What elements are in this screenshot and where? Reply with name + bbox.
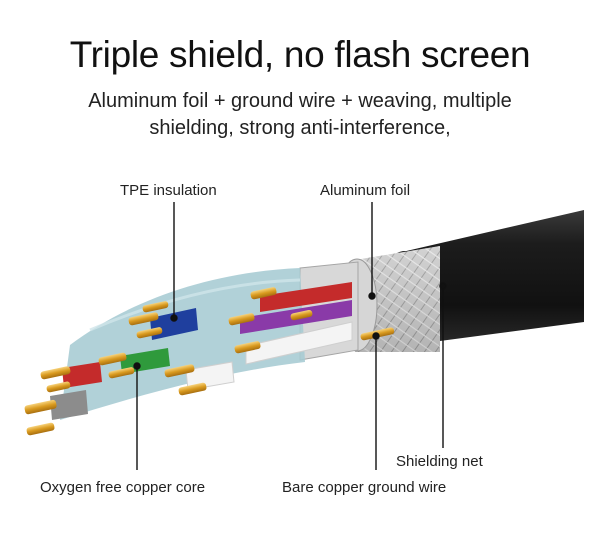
label-tpe-insulation: TPE insulation [120,182,217,199]
leader-ground-dot [372,332,380,340]
tpe-wrap [60,268,305,420]
subtitle-line-1: Aluminum foil + ground wire + weaving, m… [88,90,512,112]
label-aluminum-foil: Aluminum foil [320,182,411,199]
leader-lines [133,202,447,470]
leader-core-dot [133,362,141,370]
label-shielding-net: Shielding net [396,453,483,470]
leader-foil-dot [368,292,376,300]
subtitle-line-2: shielding, strong anti-interference, [149,117,451,139]
leader-tpe-dot [170,314,178,322]
label-oxygen-free-copper-core: Oxygen free copper core [40,479,206,496]
leader-net-dot [439,282,447,290]
label-bare-copper-ground-wire: Bare copper ground wire [282,479,447,496]
twisted-pairs [50,282,353,420]
copper-tips [24,287,395,436]
page-title: Triple shield, no flash screen [69,34,531,75]
